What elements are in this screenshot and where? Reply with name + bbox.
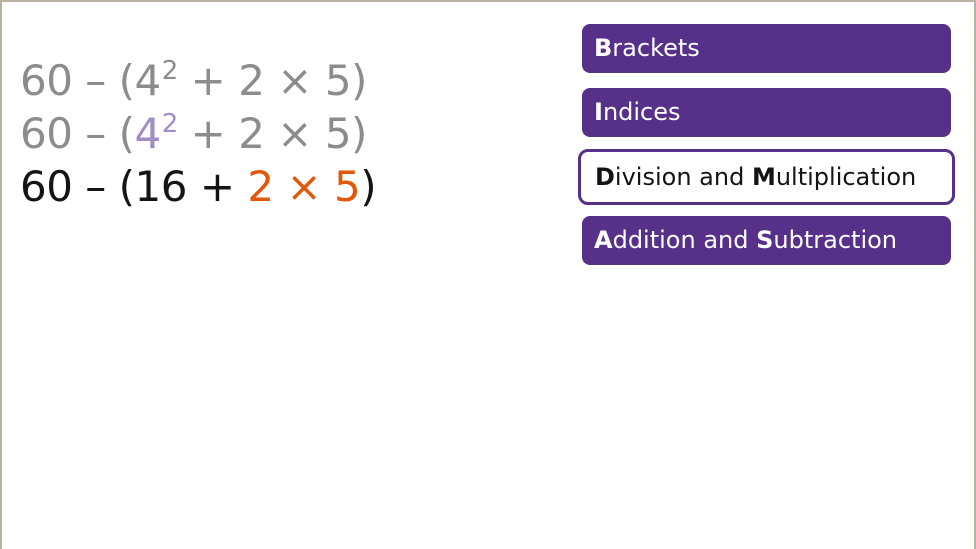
eq3-prefix: 60 – (16 + [20,162,248,211]
equation-step-1: 60 – (42 + 2 × 5) [20,55,367,113]
addition-label: ddition and [612,226,757,254]
multiplication-initial: M [751,163,776,191]
eq2-base: 4 [134,109,162,158]
eq3-suffix: ) [360,162,377,211]
brackets-label: rackets [612,34,700,62]
division-initial: D [595,163,615,191]
eq2-prefix: 60 – ( [20,109,135,158]
eq1-base: 4 [134,56,162,105]
eq2-indices-highlight: 42 [134,109,179,158]
eq1-suffix: + 2 × 5) [177,56,368,105]
indices-label: ndices [602,98,681,126]
multiplication-label: ultiplication [775,163,917,191]
equation-step-3: 60 – (16 + 2 × 5) [20,161,377,213]
addition-initial: A [594,226,613,254]
eq1-exponent: 2 [161,56,179,86]
indices-initial: I [594,98,603,126]
eq2-exponent: 2 [161,109,179,139]
division-label: ivision and [614,163,752,191]
eq2-suffix: + 2 × 5) [177,109,368,158]
subtraction-label: ubtraction [773,226,898,254]
bidmas-brackets[interactable]: Brackets [582,24,951,73]
equation-step-2: 60 – (42 + 2 × 5) [20,108,367,166]
eq3-multiplication-highlight: 2 × 5 [247,162,361,211]
bidmas-division-multiplication[interactable]: Division and Multiplication [578,149,955,205]
brackets-initial: B [594,34,613,62]
eq1-prefix: 60 – ( [20,56,135,105]
bidmas-indices[interactable]: Indices [582,88,951,137]
subtraction-initial: S [756,226,774,254]
bidmas-addition-subtraction[interactable]: Addition and Subtraction [582,216,951,265]
